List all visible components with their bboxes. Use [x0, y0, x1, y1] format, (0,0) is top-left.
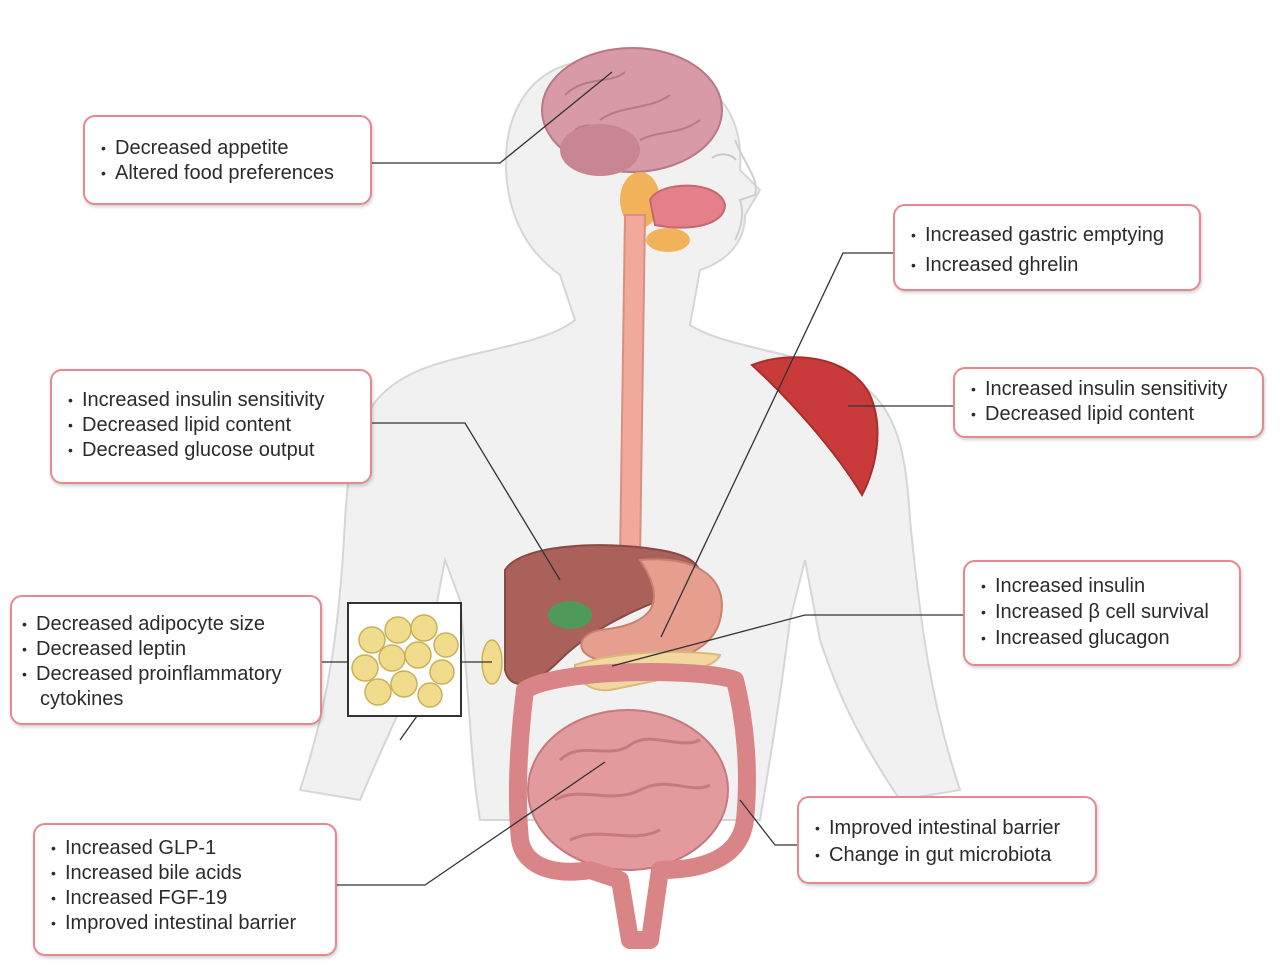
brain-folds	[564, 71, 701, 141]
adipose-effect-1: Decreased adipocyte size	[22, 612, 306, 637]
adipose-effect-3-continued: cytokines	[40, 688, 124, 710]
leader-gut	[337, 761, 606, 886]
leader-lines	[322, 71, 963, 886]
pancreas-effect-3: Increased glucagon	[981, 625, 1225, 651]
leader-adipose-arm	[399, 715, 418, 741]
adipocyte-cluster	[351, 614, 459, 708]
leader-stomach	[660, 252, 893, 638]
brain-effect-1: Decreased appetite	[101, 136, 356, 161]
brain-effect-2: Altered food preferences	[101, 161, 356, 186]
leader-colon	[739, 799, 797, 846]
deltoid-muscle	[750, 356, 879, 498]
colon-effect-2: Change in gut microbiota	[815, 842, 1081, 869]
salivary-gland-lower	[646, 228, 690, 252]
oral-cavity	[648, 184, 727, 229]
pancreas-effect-1: Increased insulin	[981, 573, 1225, 599]
muscle-effect-1: Increased insulin sensitivity	[971, 377, 1248, 402]
intestine-loops	[554, 737, 711, 842]
small-intestine	[527, 709, 729, 871]
stomach-effect-2: Increased ghrelin	[911, 250, 1185, 280]
pancreas-effects-box: Increased insulin Increased β cell survi…	[963, 560, 1241, 666]
cerebellum	[560, 124, 640, 176]
leader-pancreas	[611, 614, 963, 667]
liver-effect-2: Decreased lipid content	[68, 413, 356, 438]
pancreas-effect-2: Increased β cell survival	[981, 599, 1225, 625]
liver-effect-1: Increased insulin sensitivity	[68, 388, 356, 413]
muscle-effects-box: Increased insulin sensitivity Decreased …	[953, 367, 1264, 438]
colon	[508, 663, 756, 949]
liver-effect-3: Decreased glucose output	[68, 438, 356, 463]
face-outline	[734, 139, 757, 241]
stomach-effects-box: Increased gastric emptying Increased ghr…	[893, 204, 1201, 291]
eye	[711, 153, 737, 161]
muscle-effect-2: Decreased lipid content	[971, 402, 1248, 427]
gallbladder	[548, 601, 592, 629]
adipose-effects-box: Decreased adipocyte size Decreased lepti…	[10, 595, 322, 725]
adipose-effect-3: Decreased proinflammatory	[22, 662, 306, 687]
gut-effect-4: Improved intestinal barrier	[51, 911, 321, 936]
leader-brain	[372, 71, 613, 164]
liver-effects-box: Increased insulin sensitivity Decreased …	[50, 369, 372, 484]
colon-effect-1: Improved intestinal barrier	[815, 815, 1081, 842]
stomach-effect-1: Increased gastric emptying	[911, 220, 1185, 250]
adipose-effect-2: Decreased leptin	[22, 637, 306, 662]
gut-effect-2: Increased bile acids	[51, 861, 321, 886]
gut-effect-3: Increased FGF-19	[51, 886, 321, 911]
brain-effects-box: Decreased appetite Altered food preferen…	[83, 115, 372, 205]
colon-effects-box: Improved intestinal barrier Change in gu…	[797, 796, 1097, 884]
esophagus	[618, 214, 647, 561]
gut-effect-1: Increased GLP-1	[51, 836, 321, 861]
gut-effects-box: Increased GLP-1 Increased bile acids Inc…	[33, 823, 337, 956]
leader-liver	[372, 422, 561, 581]
